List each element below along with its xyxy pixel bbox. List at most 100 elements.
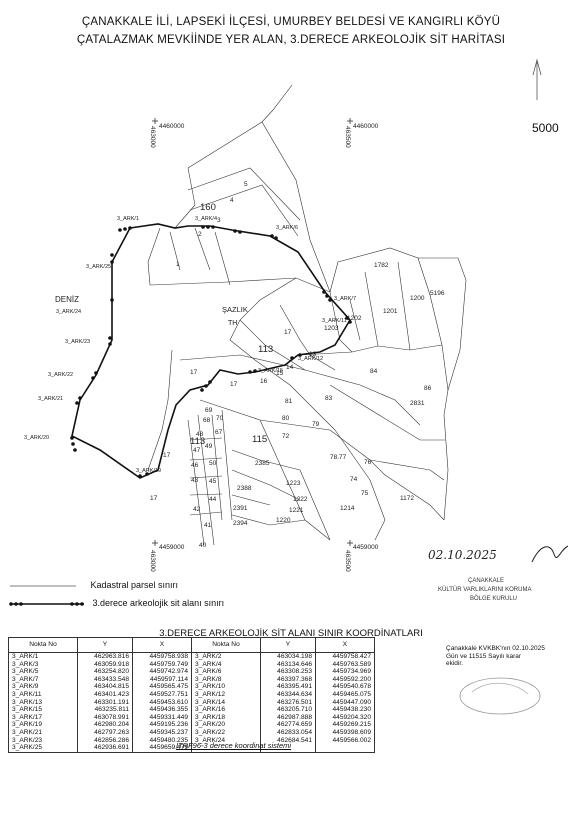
legend-cadastral: Kadastral parsel sınırı bbox=[6, 580, 178, 590]
parcel-label: 1203 bbox=[324, 325, 339, 332]
parcel-label: 1214 bbox=[340, 505, 355, 512]
legend-site: 3.derece arkeolojik sit alanı sınırı bbox=[6, 598, 224, 609]
table-cell: 4459566.002 bbox=[315, 736, 375, 745]
table-cell: 463433.548 bbox=[77, 675, 133, 684]
point-label: 3_ARK/20 bbox=[24, 435, 49, 441]
signature-mark bbox=[531, 545, 569, 563]
parcel-label: 79 bbox=[312, 421, 320, 428]
table-cell: 4459195.236 bbox=[132, 721, 192, 729]
table-cell: 3_ARK/9 bbox=[8, 683, 78, 691]
approval-note: Çanakkale KVKBK'nın 02.10.2025 Gün ve 11… bbox=[446, 645, 578, 668]
table-cell: 3_ARK/22 bbox=[191, 728, 261, 737]
parcel-label: 81 bbox=[285, 398, 293, 405]
parcel-label: 74 bbox=[350, 476, 358, 483]
table-cell: 4459759.749 bbox=[132, 660, 192, 669]
parcel-label: 70 bbox=[216, 415, 224, 422]
point-label: 3_ARK/7 bbox=[334, 296, 356, 302]
table-cell: 4459592.200 bbox=[315, 675, 375, 684]
marsh-label: ŞAZLIK bbox=[222, 305, 248, 314]
parcel-label: 1223 bbox=[286, 480, 301, 487]
table-cell: 4459763.589 bbox=[315, 660, 375, 669]
grid-label-n4460000-right: 4460000 bbox=[353, 123, 379, 130]
table-cell: 3_ARK/11 bbox=[8, 690, 78, 699]
table-cell bbox=[260, 744, 316, 753]
parcel-label: 42 bbox=[193, 506, 201, 513]
approval-note-line-3: ekidir. bbox=[446, 660, 463, 667]
table-cell: 463344.634 bbox=[260, 690, 316, 699]
parcel-label: 17 bbox=[230, 381, 238, 388]
parcel-label: 86 bbox=[424, 385, 432, 392]
table-cell: 4459398.609 bbox=[315, 728, 375, 737]
parcel-label: 4 bbox=[230, 197, 234, 204]
point-label: 3_ARK/15 bbox=[258, 368, 283, 374]
parcel-label: 115 bbox=[252, 434, 267, 445]
sea-label: DENİZ bbox=[55, 295, 79, 304]
parcel-label: 16 bbox=[260, 378, 268, 385]
office-stamp-line-3: BÖLGE KURULU bbox=[470, 596, 518, 602]
parcel-label: 2831 bbox=[410, 400, 425, 407]
grid-label-n4459000-right: 4459000 bbox=[353, 544, 379, 551]
point-label: 3_ARK/22 bbox=[48, 372, 73, 378]
parcel-label: 15 bbox=[276, 370, 284, 377]
col-header-point: Nokta No bbox=[191, 637, 261, 653]
table-cell: 463401.423 bbox=[77, 690, 133, 699]
table-cell: 4459480.235 bbox=[132, 736, 192, 745]
parcel-label: 5196 bbox=[430, 290, 445, 297]
table-cell: 3_ARK/8 bbox=[191, 675, 261, 684]
table-cell: 4459331.449 bbox=[132, 713, 192, 722]
table-cell: 4459758.427 bbox=[315, 652, 375, 661]
table-cell: 3_ARK/7 bbox=[8, 675, 78, 684]
parcel-label: 2388 bbox=[237, 485, 252, 492]
parcel-label: 1222 bbox=[293, 496, 308, 503]
parcel-label: 44 bbox=[209, 496, 217, 503]
parcel-label: 3 bbox=[217, 217, 221, 224]
parcel-label: 49 bbox=[205, 443, 213, 450]
table-cell: 4459540.678 bbox=[315, 683, 375, 691]
point-label: 3_ARK/19 bbox=[136, 468, 161, 474]
table-cell: 463397.368 bbox=[260, 675, 316, 684]
table-cell: 463404.815 bbox=[77, 683, 133, 691]
site-boundary bbox=[70, 223, 352, 479]
table-cell: 462856.286 bbox=[77, 736, 133, 745]
col-header-y: Y bbox=[260, 637, 316, 653]
parcel-label: 78.77 bbox=[330, 454, 347, 461]
table-cell: 3_ARK/21 bbox=[8, 728, 78, 737]
parcel-label: 13 bbox=[309, 351, 317, 358]
parcel-label: 46 bbox=[191, 462, 199, 469]
table-cell: 4459447.090 bbox=[315, 698, 375, 707]
grid-crosses bbox=[152, 118, 353, 546]
grid-label-n4459000-left: 4459000 bbox=[159, 544, 185, 551]
table-cell: 463235.811 bbox=[77, 706, 133, 714]
table-cell: 462684.541 bbox=[260, 736, 316, 745]
parcel-label: 80 bbox=[282, 415, 290, 422]
office-stamp-line-2: KÜLTÜR VARLIKLARINI KORUMA bbox=[438, 587, 532, 593]
table-cell: 3_ARK/4 bbox=[191, 660, 261, 669]
table-cell: 4459758.938 bbox=[132, 652, 192, 661]
point-label: 3_ARK/11 bbox=[322, 318, 347, 324]
col-header-point: Nokta No bbox=[8, 637, 78, 653]
parcel-label: 67 bbox=[215, 429, 223, 436]
table-cell: 463276.501 bbox=[260, 698, 316, 707]
table-cell: 462987.888 bbox=[260, 713, 316, 722]
title-line-1: ÇANAKKALE İLİ, LAPSEKİ İLÇESİ, UMURBEY B… bbox=[81, 16, 501, 28]
parcel-label: 17 bbox=[150, 495, 158, 502]
table-cell: 3_ARK/1 bbox=[8, 652, 78, 661]
col-header-x: X bbox=[315, 637, 375, 653]
table-cell: 462936.691 bbox=[77, 744, 133, 753]
parcel-label: 1220 bbox=[276, 517, 291, 524]
parcel-label: 160 bbox=[200, 202, 216, 213]
table-cell: 4459565.475 bbox=[132, 683, 192, 691]
parcel-label: 113 bbox=[258, 344, 273, 355]
point-label: 3_ARK/6 bbox=[276, 225, 298, 231]
parcel-label: 14 bbox=[286, 364, 294, 371]
table-cell: 463205.710 bbox=[260, 706, 316, 714]
parcel-label: 2394 bbox=[233, 520, 248, 527]
point-label: 3_ARK/25 bbox=[86, 264, 111, 270]
grid-label-e463500-bottom: 463500 bbox=[344, 550, 351, 572]
